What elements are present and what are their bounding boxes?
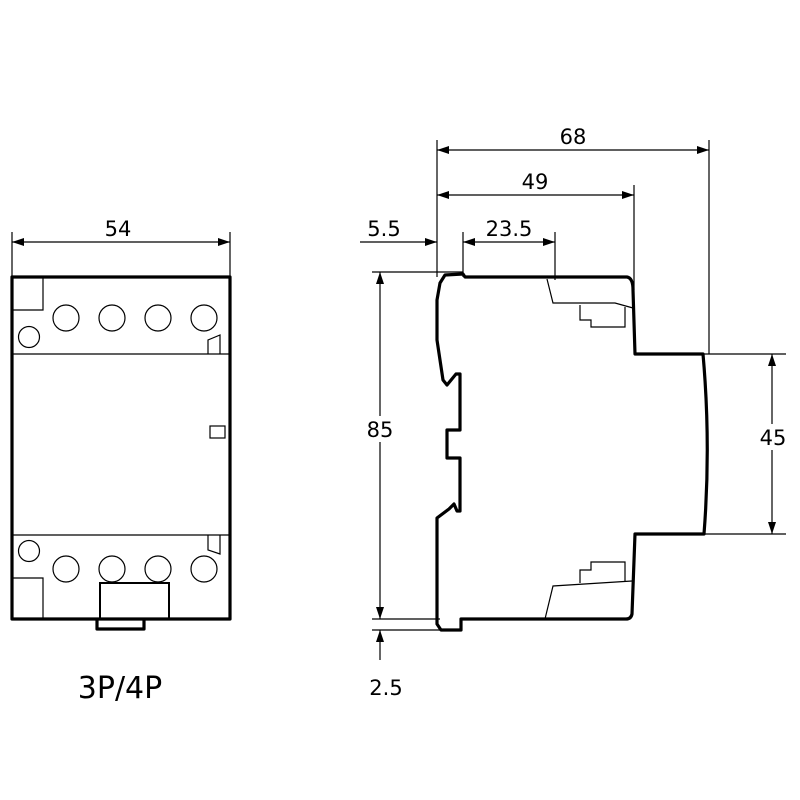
front-housing bbox=[10, 275, 232, 621]
coil-terminal-bottom bbox=[17, 539, 41, 563]
din-clip-tab bbox=[95, 619, 146, 631]
terminal-screw bbox=[190, 304, 218, 332]
bottom-left-square bbox=[12, 577, 44, 619]
width-dimension: 54 bbox=[105, 217, 132, 241]
side-housing-outline bbox=[435, 272, 709, 632]
top-latch bbox=[207, 334, 221, 354]
height-dimension: 85 bbox=[367, 418, 394, 442]
top-left-square bbox=[12, 277, 44, 311]
bottom-terminal-cover bbox=[544, 580, 633, 620]
top-terminal-cover bbox=[546, 278, 634, 309]
bottom-terminal-block bbox=[579, 561, 626, 583]
side-view: 68 49 5.5 23.5 85 2.5 45 bbox=[360, 125, 788, 700]
terminal-screw bbox=[98, 555, 126, 583]
mid-depth-dimension: 49 bbox=[522, 170, 549, 194]
label-plate bbox=[99, 582, 170, 620]
coil-terminal-top bbox=[17, 325, 41, 349]
front-view: 54 3P/4P bbox=[10, 217, 232, 706]
bottom-latch bbox=[207, 535, 221, 555]
front-offset-dimension: 23.5 bbox=[486, 217, 533, 241]
terminal-screw bbox=[144, 555, 172, 583]
terminal-screw bbox=[52, 555, 80, 583]
terminal-screw bbox=[144, 304, 172, 332]
indicator-window bbox=[209, 425, 226, 439]
depth-dimension: 68 bbox=[560, 125, 587, 149]
top-terminal-block bbox=[579, 305, 626, 328]
model-label: 3P/4P bbox=[78, 671, 162, 706]
rail-offset-dimension: 5.5 bbox=[367, 217, 400, 241]
terminal-screw bbox=[190, 555, 218, 583]
terminal-screw bbox=[98, 304, 126, 332]
terminal-screw bbox=[52, 304, 80, 332]
clip-dimension: 2.5 bbox=[369, 676, 402, 700]
front-height-dimension: 45 bbox=[760, 426, 787, 450]
